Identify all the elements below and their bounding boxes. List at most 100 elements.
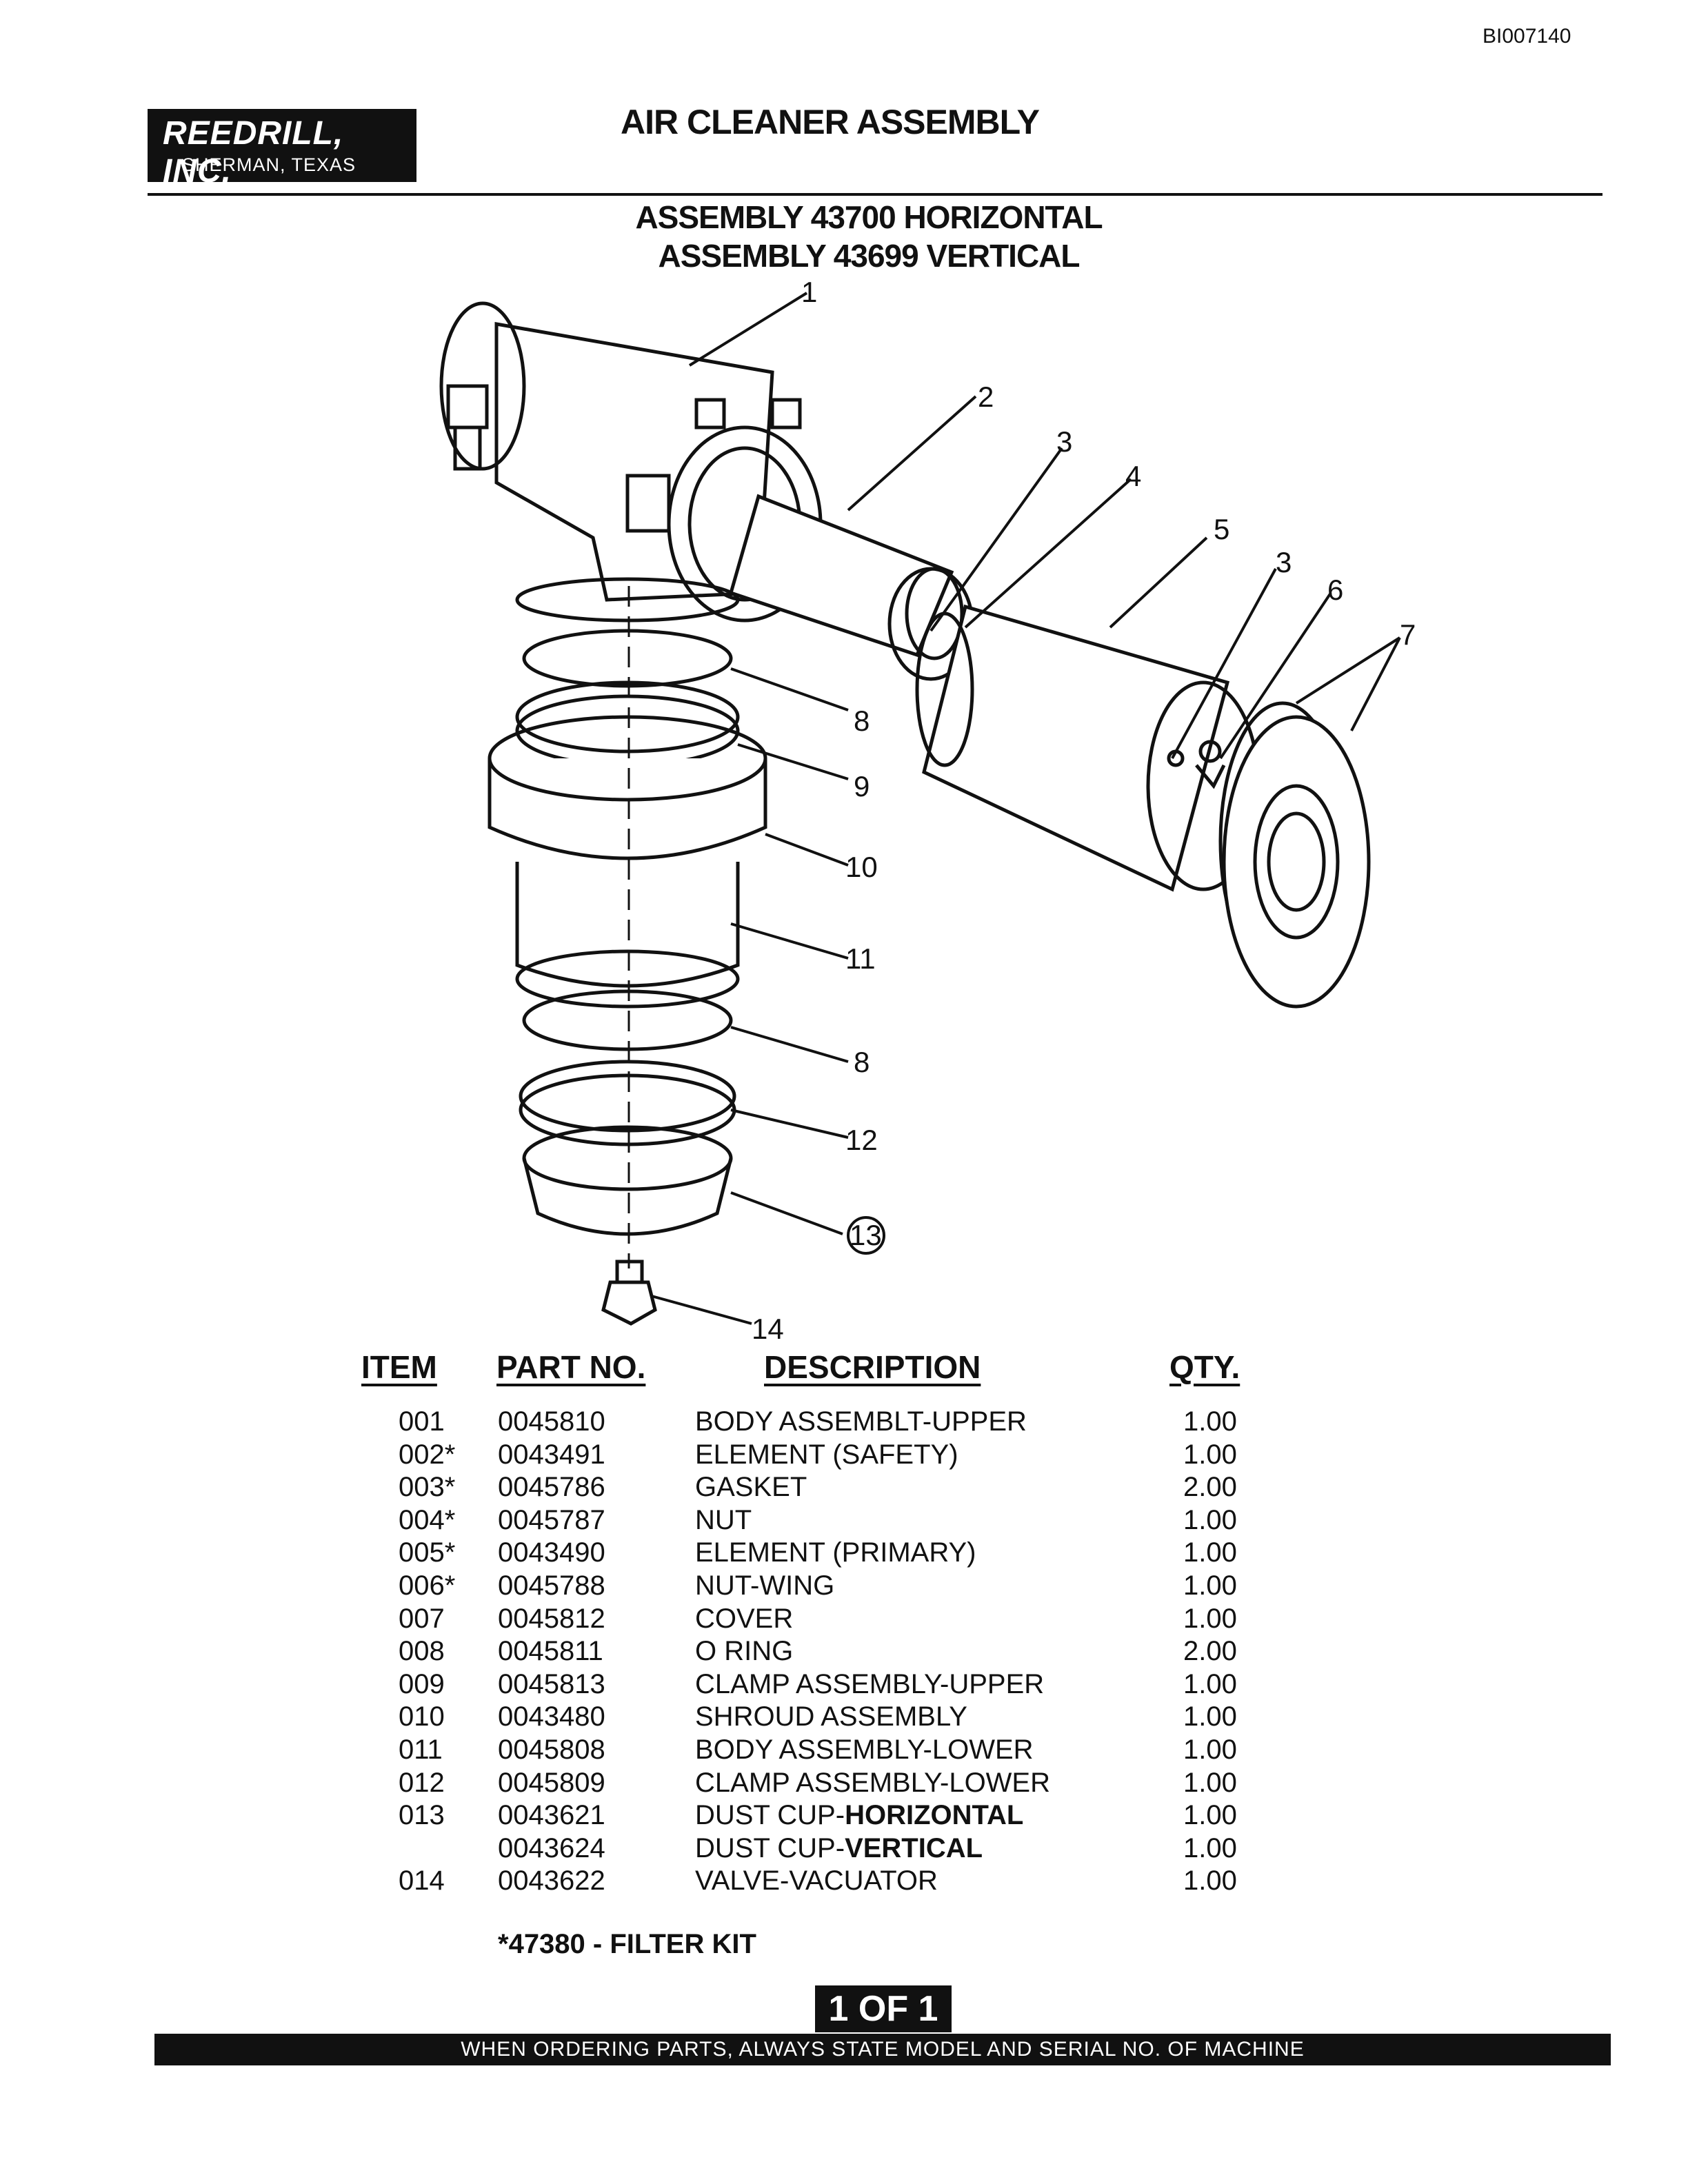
- description-text: VALVE-VACUATOR: [695, 1866, 938, 1897]
- document-id: BI007140: [1483, 25, 1571, 48]
- page-title: AIR CLEANER ASSEMBLY: [621, 103, 1040, 141]
- filter-kit-note: *47380 - FILTER KIT: [498, 1929, 756, 1959]
- cell-part-no: 0045786: [498, 1472, 605, 1503]
- cell-description: BODY ASSEMBLT-UPPER: [695, 1406, 1027, 1437]
- shroud-drawing: [488, 715, 767, 860]
- cell-qty: 1.00: [1183, 1603, 1237, 1634]
- callout-label: 1: [801, 276, 817, 308]
- cell-description: NUT: [695, 1505, 752, 1536]
- lower-clamp-drawing: [519, 1060, 736, 1146]
- table-row: 013 0043621 DUST CUP-HORIZONTAL 1.00: [0, 1800, 1688, 1833]
- cell-part-no: 0043480: [498, 1701, 605, 1732]
- company-logo: REEDRILL, INC. SHERMAN, TEXAS: [148, 109, 416, 190]
- cell-qty: 2.00: [1183, 1472, 1237, 1503]
- cell-qty: 1.00: [1183, 1735, 1237, 1765]
- description-text: COVER: [695, 1603, 794, 1634]
- callout-label: 7: [1400, 618, 1416, 651]
- table-row: 004* 0045787 NUT 1.00: [0, 1505, 1688, 1538]
- cell-description: COVER: [695, 1604, 793, 1635]
- description-text: BODY ASSEMBLT-UPPER: [695, 1406, 1027, 1437]
- callout-label: 3: [1276, 546, 1292, 578]
- callout-label: 3: [1056, 425, 1072, 458]
- cell-qty: 1.00: [1183, 1866, 1237, 1897]
- cell-part-no: 0045811: [498, 1636, 603, 1667]
- callout-label: 8: [854, 1046, 870, 1078]
- description-text: GASKET: [695, 1472, 807, 1503]
- cell-description: GASKET: [695, 1472, 807, 1503]
- cell-description: DUST CUP-VERTICAL: [695, 1833, 983, 1864]
- callout-label: 12: [845, 1124, 878, 1156]
- o-ring-upper-drawing: [522, 629, 733, 688]
- company-name: REEDRILL, INC.: [163, 115, 344, 190]
- company-location: SHERMAN, TEXAS: [182, 154, 356, 175]
- cell-part-no: 0043491: [498, 1439, 605, 1470]
- cell-item: 001: [399, 1406, 445, 1437]
- description-text: CLAMP ASSEMBLY-UPPER: [695, 1668, 1045, 1699]
- cell-description: NUT-WING: [695, 1570, 834, 1601]
- description-text: CLAMP ASSEMBLY-LOWER: [695, 1767, 1050, 1798]
- subtitle-vertical: ASSEMBLY 43699 VERTICAL: [658, 238, 1080, 274]
- cell-part-no: 0045810: [498, 1406, 605, 1437]
- callout-labels: 1 2 3 4 5 3 6 7 8 9 10 11 8 12 13 14: [752, 276, 1416, 1345]
- table-row: 005* 0043490 ELEMENT (PRIMARY) 1.00: [0, 1537, 1688, 1570]
- page-number: 1 OF 1: [815, 1985, 952, 2032]
- cell-item: 005*: [399, 1537, 456, 1568]
- cover-drawing: [1218, 701, 1371, 1009]
- cell-item: 004*: [399, 1504, 456, 1535]
- description-text: NUT: [695, 1504, 752, 1535]
- cell-qty: 1.00: [1183, 1668, 1237, 1699]
- cell-part-no: 0043490: [498, 1537, 605, 1568]
- cell-qty: 1.00: [1183, 1537, 1237, 1568]
- description-emphasis: VERTICAL: [845, 1832, 983, 1863]
- cell-qty: 1.00: [1183, 1767, 1237, 1798]
- cell-item: 009: [399, 1668, 445, 1699]
- header-part-no: PART NO.: [496, 1349, 646, 1385]
- cell-description: BODY ASSEMBLY-LOWER: [695, 1735, 1034, 1766]
- cell-part-no: 0043621: [498, 1800, 605, 1831]
- description-text: DUST CUP-: [695, 1832, 845, 1863]
- header-qty: QTY.: [1169, 1349, 1240, 1385]
- callout-label: 9: [854, 770, 870, 802]
- cell-item: 010: [399, 1701, 445, 1732]
- cell-description: SHROUD ASSEMBLY: [695, 1701, 967, 1732]
- cell-item: 012: [399, 1767, 445, 1798]
- description-text: ELEMENT (SAFETY): [695, 1439, 958, 1470]
- cell-item: 008: [399, 1636, 445, 1667]
- callout-label: 11: [845, 942, 876, 975]
- description-emphasis: HORIZONTAL: [845, 1800, 1024, 1831]
- o-ring-lower-drawing: [522, 989, 733, 1051]
- cell-qty: 1.00: [1183, 1439, 1237, 1470]
- cell-description: CLAMP ASSEMBLY-UPPER: [695, 1669, 1044, 1700]
- cell-part-no: 0043622: [498, 1866, 605, 1897]
- cell-qty: 2.00: [1183, 1636, 1237, 1667]
- callout-label: 6: [1327, 574, 1343, 606]
- upper-body-drawing: [439, 301, 823, 623]
- cell-item: 011: [399, 1735, 443, 1765]
- cell-part-no: 0045808: [498, 1735, 605, 1765]
- cell-description: ELEMENT (SAFETY): [695, 1439, 958, 1470]
- cell-qty: 1.00: [1183, 1504, 1237, 1535]
- cell-qty: 1.00: [1183, 1406, 1237, 1437]
- cell-item: 013: [399, 1800, 445, 1831]
- cell-description: CLAMP ASSEMBLY-LOWER: [695, 1768, 1050, 1799]
- ordering-note-footer: WHEN ORDERING PARTS, ALWAYS STATE MODEL …: [154, 2034, 1611, 2065]
- description-text: NUT-WING: [695, 1570, 835, 1601]
- description-text: SHROUD ASSEMBLY: [695, 1701, 967, 1732]
- cell-description: ELEMENT (PRIMARY): [695, 1537, 976, 1568]
- dust-cup-drawing: [522, 1125, 733, 1236]
- exploded-parts-diagram: 1 2 3 4 5 3 6 7 8 9 10 11 8 12 13 14: [439, 276, 1416, 1345]
- callout-label: 10: [845, 851, 878, 883]
- cell-qty: 1.00: [1183, 1800, 1237, 1831]
- description-text: BODY ASSEMBLY-LOWER: [695, 1735, 1034, 1765]
- cell-description: DUST CUP-HORIZONTAL: [695, 1800, 1023, 1831]
- cell-part-no: 0045787: [498, 1504, 605, 1535]
- header-item: ITEM: [361, 1349, 437, 1385]
- callout-label: 5: [1214, 513, 1229, 545]
